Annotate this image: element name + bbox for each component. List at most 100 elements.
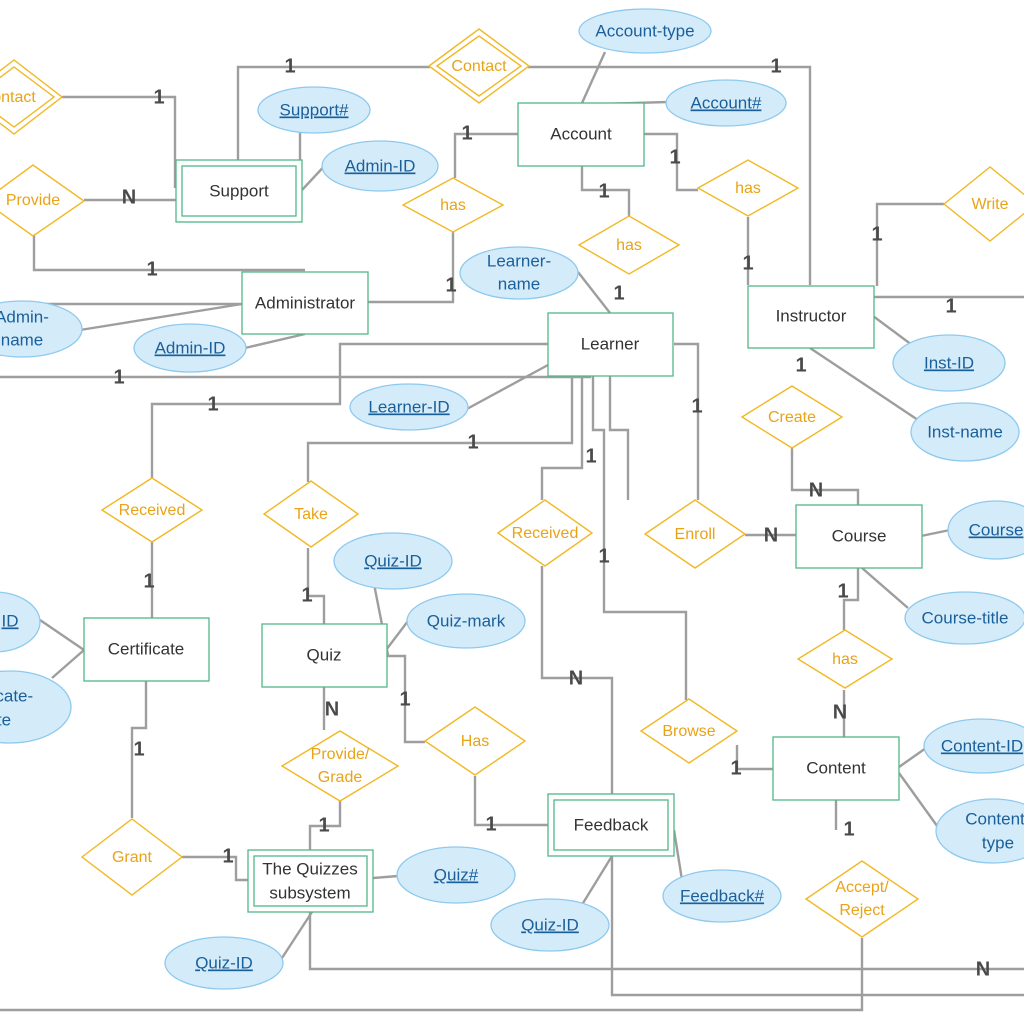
attr-learner-id[interactable]: Learner-ID xyxy=(349,383,469,431)
line-contact-top-instructor xyxy=(528,65,812,285)
attr-quiz-num[interactable]: Quiz# xyxy=(396,846,516,904)
rel-has-account-admin[interactable]: has xyxy=(401,177,505,233)
rel-has-instructor[interactable]: has xyxy=(696,159,800,217)
line-contact-top-support xyxy=(236,65,430,160)
rel-label-grant: Grant xyxy=(112,849,153,866)
rel-has-quiz-feedback[interactable]: Has xyxy=(423,706,527,776)
rel-received-certificate[interactable]: Received xyxy=(100,477,204,543)
line-subsystem-quizid xyxy=(280,911,314,959)
attr-admin-id-support[interactable]: Admin-ID xyxy=(321,140,439,192)
entity-quiz[interactable]: Quiz xyxy=(261,623,388,688)
attr-admin-id[interactable]: Admin-ID xyxy=(133,323,247,373)
card-grant-subsystem: 1 xyxy=(222,845,233,867)
rel-accept-reject[interactable]: Accept/ Reject xyxy=(804,860,920,938)
attr-cert-id[interactable]: ID xyxy=(0,591,41,653)
line-admin-adminid xyxy=(244,332,306,350)
line-long-admin-learner xyxy=(0,375,592,379)
attr-account-num[interactable]: Account# xyxy=(665,79,787,127)
card-has-content: N xyxy=(833,701,847,723)
line-content-type xyxy=(898,772,941,831)
attr-inst-id[interactable]: Inst-ID xyxy=(892,334,1006,392)
attr-quiz-mark[interactable]: Quiz-mark xyxy=(406,593,526,649)
line-subsystem-quiznum xyxy=(372,874,399,880)
attr-quiz-id-subsystem[interactable]: Quiz-ID xyxy=(164,936,284,990)
attr-label-content-type-line1: Content xyxy=(965,809,1024,828)
line-course-has xyxy=(842,568,860,630)
line-feedback-bottom xyxy=(610,856,1024,997)
entity-label-quiz: Quiz xyxy=(307,645,342,664)
entity-feedback[interactable]: Feedback xyxy=(547,793,675,857)
line-contact-left-support xyxy=(62,95,177,188)
card-contact-top-instructor: 1 xyxy=(770,55,781,77)
attr-admin-name[interactable]: Admin- name xyxy=(0,300,83,358)
entity-account[interactable]: Account xyxy=(517,102,645,167)
rel-contact-top[interactable]: Contact xyxy=(427,28,531,104)
card-provide-admin: 1 xyxy=(146,258,157,280)
entity-certificate[interactable]: Certificate xyxy=(83,617,210,682)
rel-provide-grade[interactable]: Provide/ Grade xyxy=(280,730,400,802)
attr-label-cert-date-line2: te xyxy=(0,710,11,729)
rel-label-provide-grade-line1: Provide/ xyxy=(311,746,370,763)
attr-cert-date[interactable]: ficate- te xyxy=(0,670,72,744)
entity-content[interactable]: Content xyxy=(772,736,900,801)
card-instructor-create: 1 xyxy=(795,354,806,376)
line-accept-bottom xyxy=(0,938,864,1012)
attr-learner-name[interactable]: Learner- name xyxy=(459,246,579,300)
rel-has-learner[interactable]: has xyxy=(577,215,681,275)
line-learner-take xyxy=(306,376,574,482)
line-learner-browse xyxy=(591,376,688,700)
rel-create[interactable]: Create xyxy=(740,385,844,449)
rel-label-create: Create xyxy=(768,409,816,426)
line-cert-id xyxy=(39,619,85,651)
attr-inst-name[interactable]: Inst-name xyxy=(910,402,1020,462)
attr-quiz-id-feedback[interactable]: Quiz-ID xyxy=(490,898,610,952)
rel-grant[interactable]: Grant xyxy=(80,818,184,896)
line-instructor-instid xyxy=(872,315,913,346)
line-admin-adminname xyxy=(79,302,243,332)
card-account-has-right: 1 xyxy=(669,146,680,168)
card-admin-long: 1 xyxy=(113,366,124,388)
attr-course-title[interactable]: Course-title xyxy=(904,591,1024,645)
entity-label-quizzes-subsystem-line1: The Quizzes xyxy=(262,859,357,878)
line-feedback-quizid xyxy=(578,855,614,909)
card-has-feedback: 1 xyxy=(485,813,496,835)
line-write-instructor xyxy=(875,202,944,286)
rel-has-course-content[interactable]: has xyxy=(796,629,894,689)
card-has-instructor: 1 xyxy=(742,252,753,274)
entity-learner[interactable]: Learner xyxy=(547,312,674,377)
attr-content-id[interactable]: Content-ID xyxy=(923,718,1024,774)
card-contact-top-support: 1 xyxy=(284,55,295,77)
line-provide-subsystem xyxy=(308,800,342,850)
line-account-has-mid xyxy=(580,166,631,216)
attr-label-admin-name-line2: name xyxy=(1,330,44,349)
rel-write[interactable]: Write xyxy=(942,166,1024,242)
line-course-courseid xyxy=(920,528,951,538)
attr-feedback-num[interactable]: Feedback# xyxy=(662,869,782,923)
rel-received-feedback[interactable]: Received xyxy=(496,499,594,567)
rel-label-provide: Provide xyxy=(6,192,60,209)
rel-enroll[interactable]: Enroll xyxy=(643,499,747,569)
card-account-has-mid: 1 xyxy=(598,180,609,202)
card-enroll-course: N xyxy=(764,524,778,546)
rel-contact-left[interactable]: ontact xyxy=(0,59,64,135)
attr-account-type[interactable]: Account-type xyxy=(578,8,712,54)
attr-content-type[interactable]: Content type xyxy=(935,798,1024,864)
rel-label-write: Write xyxy=(971,196,1008,213)
entity-support[interactable]: Support xyxy=(175,159,303,223)
entity-quizzes-subsystem[interactable]: The Quizzes subsystem xyxy=(247,849,374,913)
card-content-accept: 1 xyxy=(843,818,854,840)
attr-course-id[interactable]: Course xyxy=(947,500,1024,560)
card-account-has-left: 1 xyxy=(461,122,472,144)
rel-take[interactable]: Take xyxy=(262,480,360,548)
entity-course[interactable]: Course xyxy=(795,504,923,569)
entity-administrator[interactable]: Administrator xyxy=(241,271,369,335)
rel-browse[interactable]: Browse xyxy=(639,698,739,764)
rel-provide[interactable]: Provide xyxy=(0,164,86,237)
attr-label-course-title: Course-title xyxy=(922,608,1009,627)
attr-quiz-id-quiz[interactable]: Quiz-ID xyxy=(333,532,453,590)
entity-instructor[interactable]: Instructor xyxy=(747,285,875,349)
card-write-instructor: 1 xyxy=(871,223,882,245)
card-provide-subsystem: 1 xyxy=(318,814,329,836)
attr-support-num[interactable]: Support# xyxy=(257,86,371,134)
